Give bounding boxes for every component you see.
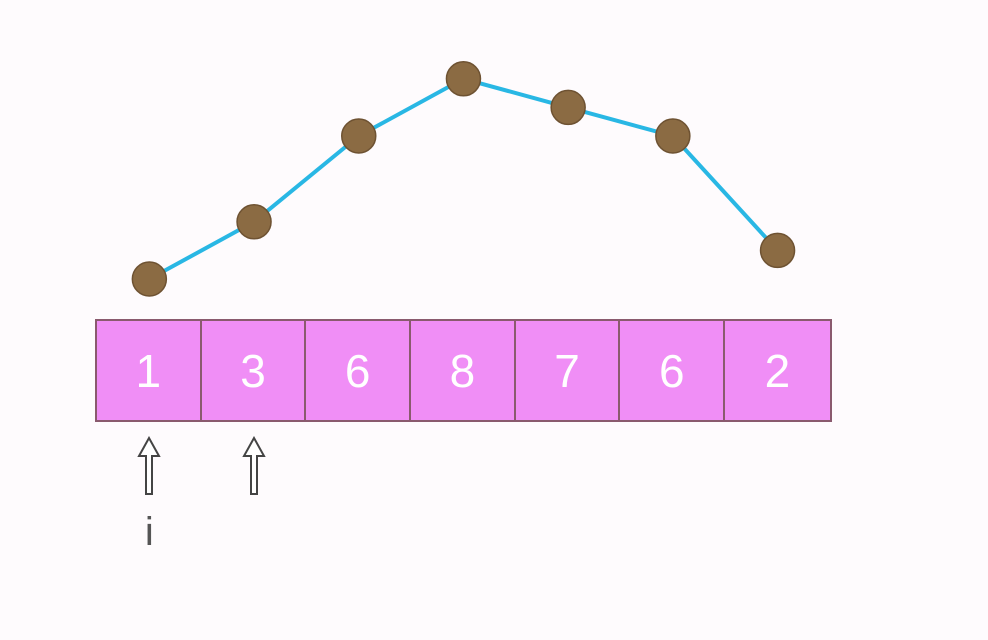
array-cell-6: 2	[725, 321, 830, 420]
value-node-1	[236, 204, 272, 240]
value-node-3	[445, 61, 482, 97]
up-arrow-icon	[242, 436, 266, 495]
value-node-0	[131, 261, 168, 297]
value-node-5	[655, 118, 691, 154]
array-cell-4: 7	[515, 321, 621, 420]
array-cell-5: 6	[620, 321, 726, 420]
array-cell-3: 8	[411, 321, 516, 420]
pointer-label-i: i	[144, 510, 154, 554]
value-node-6	[759, 232, 796, 269]
up-arrow-icon	[137, 436, 162, 495]
array-cell-0: 1	[97, 321, 202, 420]
value-node-4	[550, 89, 586, 126]
value-line	[148, 76, 780, 281]
value-node-2	[341, 118, 377, 154]
array-cell-1: 3	[201, 321, 307, 420]
array-cell-2: 6	[306, 321, 412, 420]
